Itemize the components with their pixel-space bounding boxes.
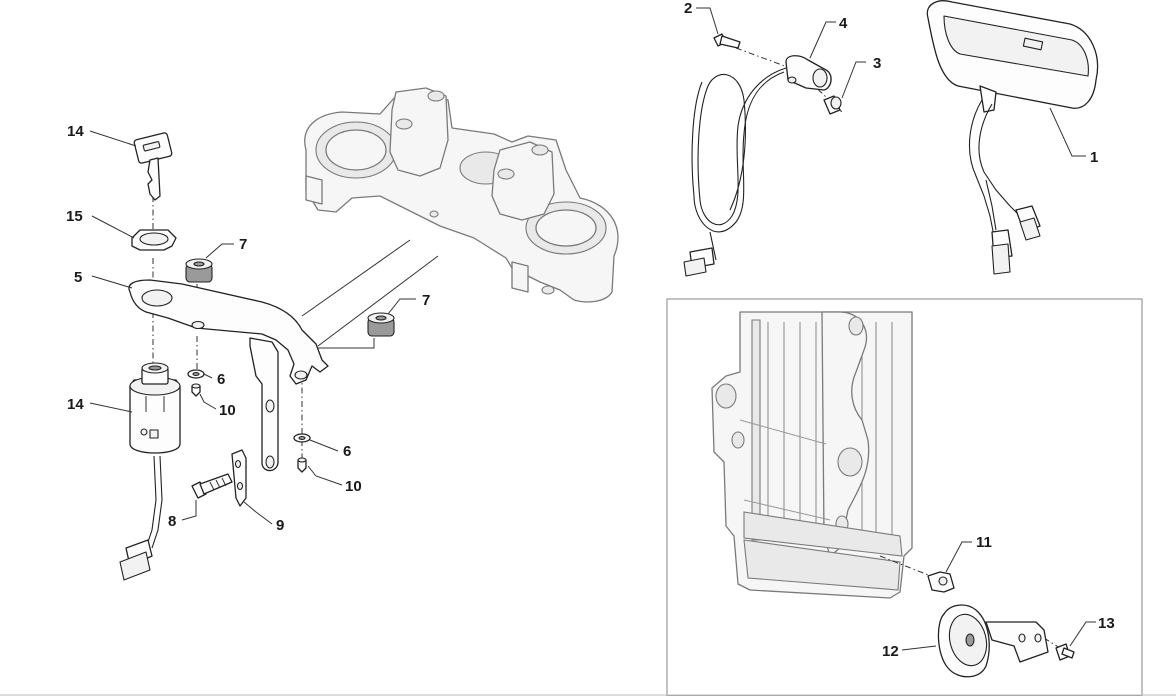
ignition-key (133, 132, 173, 201)
instrument-panel (926, 0, 1099, 275)
steering-head-yoke (304, 87, 619, 303)
washer-left (187, 369, 205, 379)
axis-line (807, 79, 843, 113)
callout-7-spacer: 7 (239, 236, 247, 253)
ignition-switch (119, 362, 181, 581)
callout-15-ring-nut: 15 (66, 208, 83, 225)
screw-right (297, 457, 307, 473)
callout-14-switch: 14 (67, 396, 84, 413)
washer-right (293, 433, 311, 443)
mounting-bracket (128, 279, 329, 472)
callout-2-sensor-bolt: 2 (684, 0, 692, 17)
horn-assembly (879, 555, 1075, 678)
callout-10-screw: 10 (345, 478, 362, 495)
callout-14-key: 14 (67, 123, 84, 140)
callout-9-clip-plate: 9 (276, 517, 284, 534)
callout-10-screw: 10 (219, 402, 236, 419)
bolt (191, 473, 233, 499)
callout-1-instrument-panel: 1 (1090, 149, 1098, 166)
clip-plate (231, 449, 247, 507)
callout-6-washer: 6 (343, 443, 351, 460)
axis-line (735, 47, 791, 69)
axis-line (879, 555, 937, 579)
callout-11-horn-bracket: 11 (976, 534, 992, 551)
callout-7-spacer: 7 (422, 292, 430, 309)
leader-line (317, 255, 439, 347)
screw-left (191, 383, 201, 397)
leader-line (302, 338, 375, 349)
callout-5-bracket: 5 (74, 269, 82, 286)
rubber-spacer-left (185, 258, 213, 283)
axis-line (1043, 637, 1061, 649)
callout-8-bolt: 8 (168, 513, 176, 530)
rubber-spacer-right (367, 312, 395, 337)
leader-line (301, 239, 411, 317)
callout-4-speed-sensor: 4 (839, 15, 848, 32)
callout-13-horn-bolt: 13 (1098, 615, 1115, 632)
callout-6-washer: 6 (217, 371, 225, 388)
callout-12-horn: 12 (882, 643, 899, 660)
speed-sensor-assembly (683, 33, 843, 277)
callout-3-spacer: 3 (873, 55, 881, 72)
callout-leaders (89, 7, 1096, 651)
radiator (711, 311, 913, 599)
callout-labels: 14 15 7 5 7 6 10 14 6 10 8 9 2 4 3 1 11 … (66, 0, 1115, 660)
horn-inset-panel (666, 298, 1143, 696)
ring-nut (131, 229, 177, 251)
